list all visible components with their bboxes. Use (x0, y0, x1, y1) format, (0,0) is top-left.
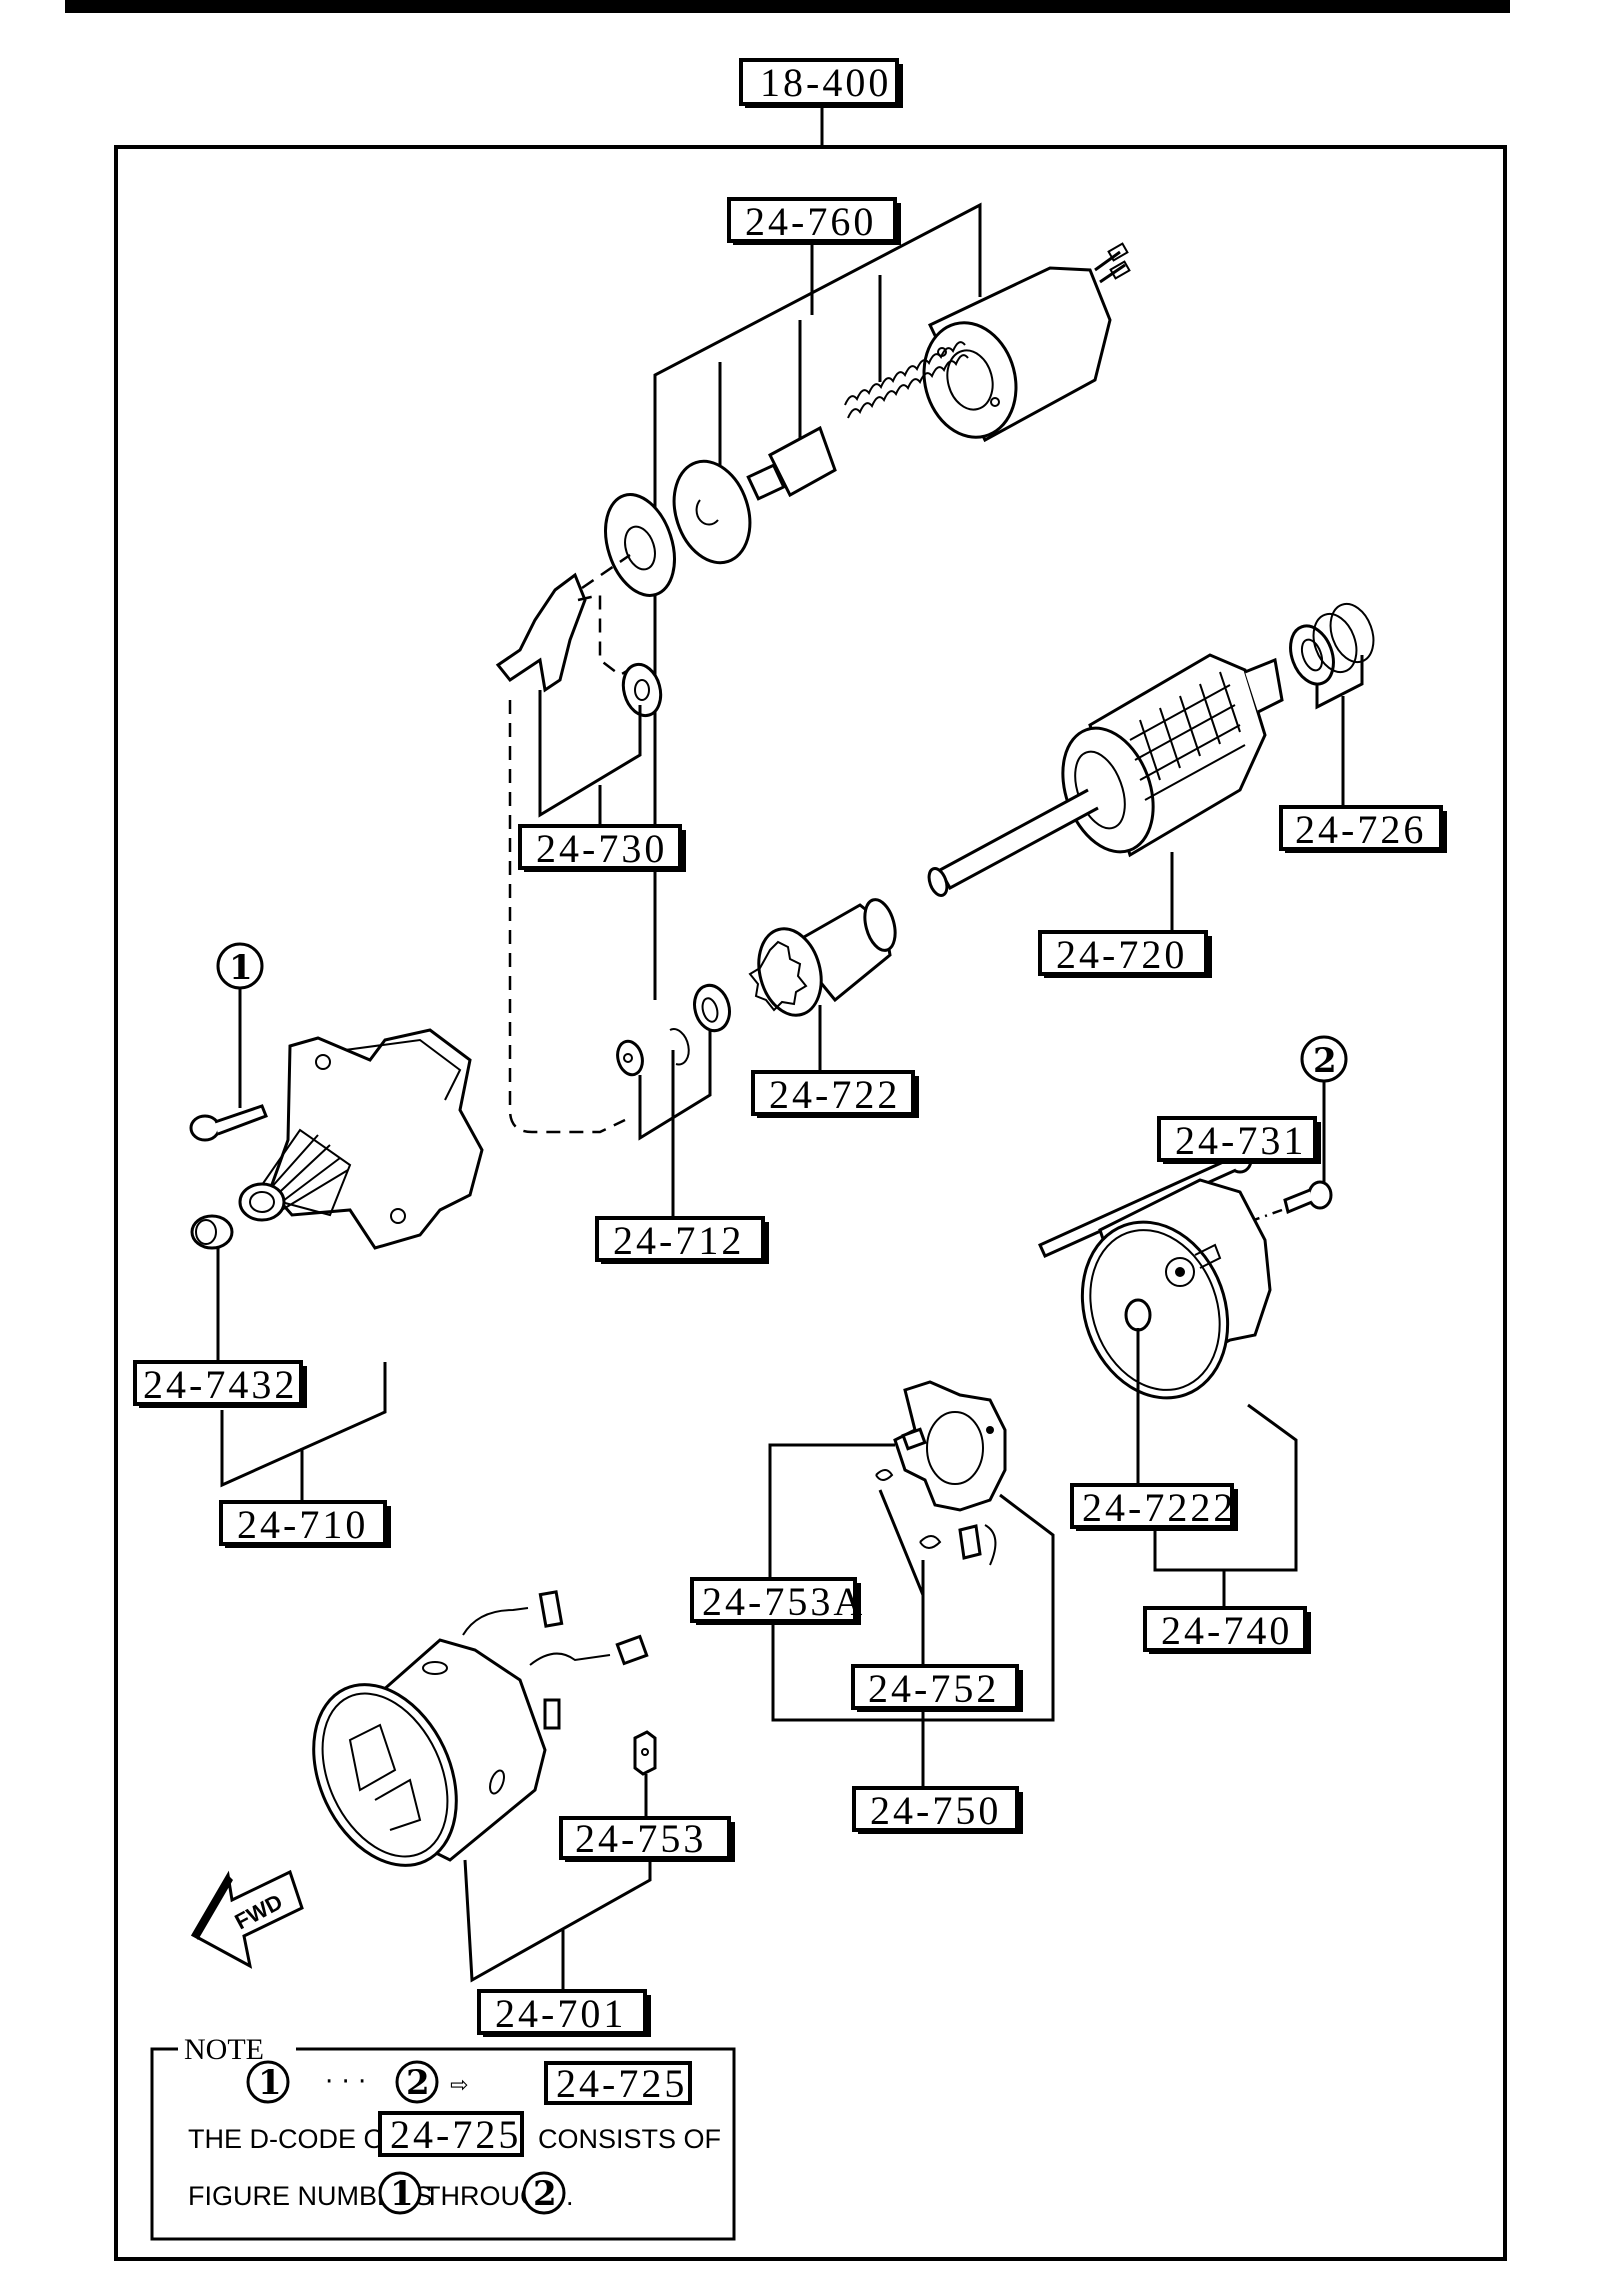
svg-text:24-701: 24-701 (495, 1991, 626, 2036)
parent-code-text: 18-400 (760, 60, 891, 105)
plunger (746, 425, 837, 501)
label-rear-bushing[interactable]: 24-7222 (1070, 1483, 1238, 1531)
label-yoke[interactable]: 24-701 (477, 1989, 651, 2037)
note-line2-suffix: CONSISTS OF (538, 2124, 721, 2154)
stop-ring-set (616, 983, 731, 1218)
svg-text:24-752: 24-752 (868, 1666, 999, 1711)
svg-text:24-710: 24-710 (237, 1502, 368, 1547)
callout-1[interactable]: 1 (216, 942, 264, 990)
rear-cover (1080, 1178, 1272, 1400)
label-brush[interactable]: 24-753 (559, 1816, 735, 1862)
parent-code-label[interactable]: 18-400 (739, 58, 903, 108)
rear-bearing (1289, 602, 1375, 807)
label-front-housing[interactable]: 24-710 (219, 1500, 391, 1548)
header-bar (65, 0, 1510, 13)
svg-text:24-760: 24-760 (745, 199, 876, 244)
brush-terminal (633, 1730, 657, 1818)
label-armature[interactable]: 24-720 (1038, 930, 1212, 978)
svg-text:1: 1 (229, 948, 253, 988)
note-title: NOTE (184, 2033, 264, 2066)
solenoid-gasket (604, 493, 676, 597)
yoke (312, 1590, 649, 1867)
label-brush-set-a[interactable]: 24-753A (690, 1577, 865, 1625)
callout-2[interactable]: 2 (1300, 1035, 1348, 1083)
svg-text:1: 1 (258, 2063, 282, 2103)
note-ellipsis: · · · (325, 2067, 366, 2097)
note-code-2[interactable]: 24-725 (378, 2111, 524, 2157)
svg-text:24-712: 24-712 (613, 1218, 744, 1263)
front-housing (238, 1028, 484, 1250)
solenoid-assembly (604, 202, 1131, 1000)
svg-text:24-726: 24-726 (1295, 807, 1426, 852)
note-line3-callout-1 (378, 2171, 422, 2215)
label-stop-ring-set[interactable]: 24-712 (595, 1216, 769, 1264)
note-callout-1 (246, 2060, 290, 2104)
forward-direction-arrow: FWD (190, 1869, 304, 1969)
svg-text:24-750: 24-750 (870, 1788, 1001, 1833)
cover-screw (1239, 1180, 1333, 1227)
svg-text:24-725: 24-725 (556, 2061, 687, 2106)
svg-text:2: 2 (1313, 1041, 1337, 1081)
note-callout-2 (395, 2060, 439, 2104)
plunger-spring (844, 341, 969, 419)
label-rear-cover[interactable]: 24-740 (1143, 1606, 1311, 1654)
drive-pinion (748, 898, 897, 1072)
rear-cover-leader (1153, 1403, 1298, 1572)
armature (927, 653, 1284, 932)
front-bushing (190, 1214, 234, 1362)
label-drive-pinion[interactable]: 24-722 (751, 1070, 919, 1118)
label-lever[interactable]: 24-730 (518, 824, 686, 872)
svg-text:2: 2 (406, 2063, 430, 2103)
svg-text:1: 1 (390, 2174, 414, 2214)
label-brush-holder[interactable]: 24-750 (852, 1786, 1023, 1834)
housing-bolt (189, 1104, 268, 1142)
note-box: NOTE 1 · · · 2 ⇨ 24-725 THE D-CODE OF 24… (150, 2030, 736, 2241)
svg-text:24-7222: 24-7222 (1082, 1485, 1236, 1530)
brush-holder (875, 1380, 1007, 1566)
label-brush-spring[interactable]: 24-752 (851, 1664, 1023, 1712)
label-front-bushing[interactable]: 24-7432 (133, 1360, 307, 1408)
svg-text:.: . (566, 2181, 574, 2211)
drive-lever (495, 553, 663, 1134)
yoke-leader (463, 1859, 652, 1983)
diagram-frame (114, 145, 1507, 2261)
svg-text:24-731: 24-731 (1175, 1118, 1306, 1163)
svg-text:24-725: 24-725 (390, 2112, 521, 2157)
svg-text:24-722: 24-722 (769, 1072, 900, 1117)
note-code-1[interactable]: 24-725 (544, 2061, 692, 2106)
svg-text:24-7432: 24-7432 (143, 1362, 297, 1407)
svg-text:24-730: 24-730 (536, 826, 667, 871)
svg-text:24-753: 24-753 (575, 1816, 706, 1861)
svg-text:24-740: 24-740 (1161, 1608, 1292, 1653)
note-arrow-icon: ⇨ (450, 2073, 468, 2098)
svg-text:24-753A: 24-753A (702, 1579, 865, 1624)
solenoid-plate (672, 459, 752, 565)
label-rear-bearing[interactable]: 24-726 (1279, 805, 1447, 853)
solenoid-body (922, 242, 1131, 443)
note-line3-callout-2 (522, 2171, 566, 2215)
note-line2-prefix: THE D-CODE OF (188, 2124, 401, 2154)
svg-text:2: 2 (533, 2174, 557, 2214)
svg-text:24-720: 24-720 (1056, 932, 1187, 977)
label-solenoid[interactable]: 24-760 (727, 197, 901, 245)
label-through-bolt[interactable]: 24-731 (1157, 1116, 1321, 1164)
lever-bushing (621, 662, 663, 718)
